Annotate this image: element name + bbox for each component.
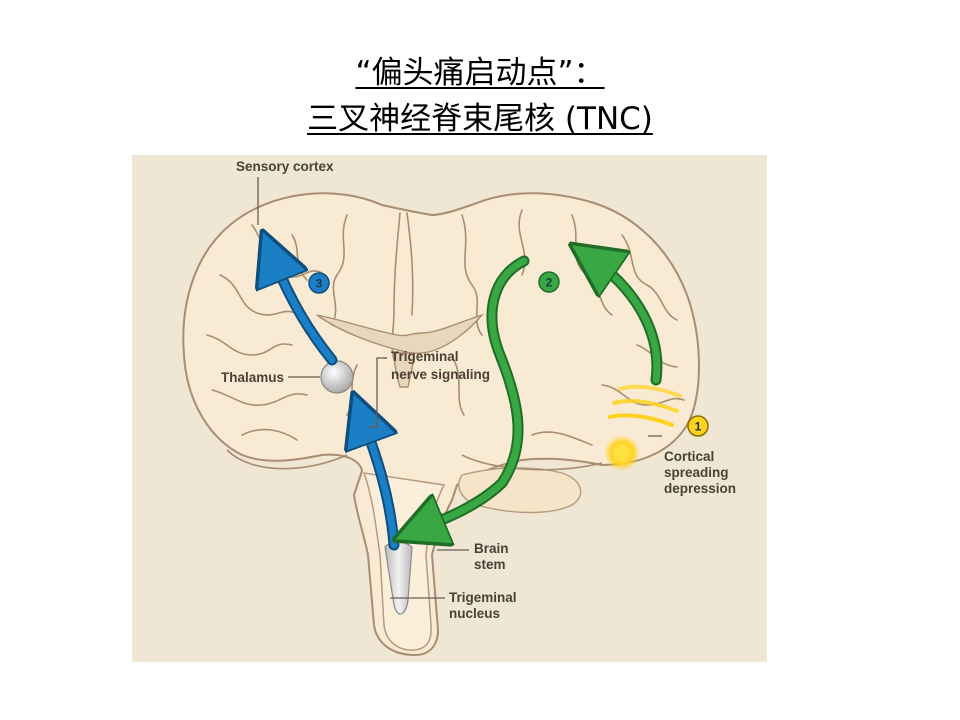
slide-title: “偏头痛启动点”： 三叉神经脊束尾核 (TNC) <box>0 50 960 142</box>
ventricles <box>316 313 485 388</box>
label-trigeminal-signaling-1: Trigeminal <box>391 349 459 364</box>
thalamus <box>320 360 354 394</box>
label-cortical-1: Cortical <box>664 449 714 464</box>
svg-text:3: 3 <box>316 277 323 291</box>
step-badge-2: 2 <box>538 271 560 293</box>
migraine-pathway-diagram: 1 2 3 Sensory cortex Thalamus Trigeminal… <box>132 155 767 662</box>
label-thalamus: Thalamus <box>221 370 284 385</box>
step-badge-1: 1 <box>687 415 709 437</box>
label-trigeminal-nucleus-1: Trigeminal <box>449 590 517 605</box>
cortical-spreading-depression <box>604 384 682 471</box>
label-brain-stem-1: Brain <box>474 541 509 556</box>
label-cortical-3: depression <box>664 481 736 496</box>
green-pathway <box>418 259 663 530</box>
label-trigeminal-nucleus-2: nucleus <box>449 606 500 621</box>
brain-illustration: 1 2 3 Sensory cortex Thalamus Trigeminal… <box>132 155 767 662</box>
label-trigeminal-signaling-2: nerve signaling <box>391 367 490 382</box>
svg-text:2: 2 <box>546 276 553 290</box>
title-line-2: 三叉神经脊束尾核 (TNC) <box>307 101 653 137</box>
label-brain-stem-2: stem <box>474 557 506 572</box>
label-sensory-cortex: Sensory cortex <box>236 159 334 174</box>
title-line-1: “偏头痛启动点”： <box>355 55 605 91</box>
leader-lines <box>257 177 662 599</box>
svg-text:1: 1 <box>695 420 702 434</box>
label-cortical-2: spreading <box>664 465 729 480</box>
step-badge-3: 3 <box>308 272 330 294</box>
